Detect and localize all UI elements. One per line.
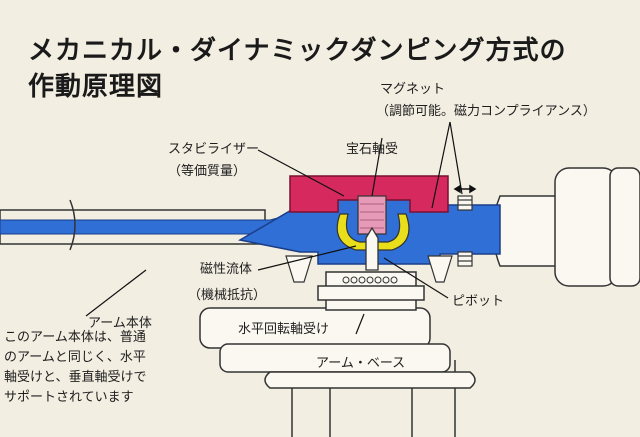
stabilizer: [289, 175, 449, 213]
label-magnet: マグネット: [380, 82, 446, 97]
pivot-pedestal: [317, 271, 425, 311]
counterweight-cone: [492, 195, 561, 267]
stabilizer-block: [289, 175, 449, 213]
magnet-upper: [457, 195, 473, 211]
right-support-cone: [427, 255, 453, 283]
arm-base-stand: [199, 307, 476, 437]
diagram-title-line1: メカニカル・ダイナミックダンピング方式の: [28, 36, 567, 66]
left-support-cone: [285, 255, 313, 283]
counterweight: [492, 167, 640, 287]
magnetic-fluid: [336, 213, 410, 251]
label-magnet-sub: （調節可能。磁力コンプライアンス）: [376, 104, 596, 119]
base-lower-plate: [264, 371, 476, 389]
arm-pipe-break: [69, 199, 76, 251]
note-line: 軸受けと、垂直軸受けで: [4, 370, 147, 385]
label-jewel-bearing: 宝石軸受: [346, 142, 399, 157]
pedestal-collar: [317, 285, 425, 301]
leader-lines: [85, 121, 463, 335]
magnet-adjust-arrow: [453, 184, 477, 194]
ball-bearing-row: [342, 276, 398, 284]
label-stabilizer-sub: （等価質量）: [168, 164, 247, 179]
label-horizontal-bearing: 水平回転軸受け: [238, 322, 330, 337]
label-stabilizer: スタビライザー: [168, 142, 260, 157]
explanation-note: このアーム本体は、普通 のアームと同じく、水平 軸受けと、垂直軸受けで サポート…: [4, 328, 204, 408]
magnets: [457, 195, 473, 267]
label-pivot: ピボット: [452, 294, 505, 309]
note-line: のアームと同じく、水平: [4, 350, 146, 365]
label-arm-base: アーム・ベース: [316, 356, 406, 371]
label-arm-body: アーム本体: [88, 316, 152, 331]
diagram-title-line2: 作動原理図: [28, 72, 164, 102]
counterweight-drum: [554, 167, 618, 287]
note-line: サポートされています: [4, 390, 134, 405]
counterweight-cap: [609, 167, 640, 287]
label-magnetic-fluid-sub: （機械抵抗）: [188, 288, 267, 303]
magnet-lower: [457, 251, 473, 267]
pivot-needle: [365, 226, 379, 271]
note-line: このアーム本体は、普通: [4, 330, 146, 345]
label-magnetic-fluid: 磁性流体: [200, 262, 253, 277]
